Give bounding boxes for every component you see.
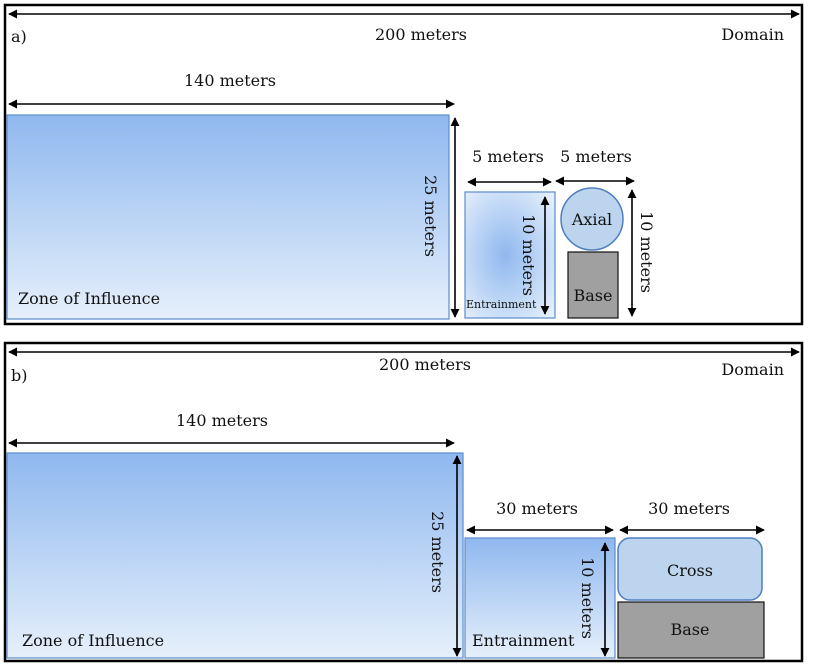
zone-width-label-a: 140 meters xyxy=(184,71,276,90)
base-label-a: Base xyxy=(574,286,613,305)
axial-turbine xyxy=(560,187,624,251)
zone-of-influence-b xyxy=(6,452,464,659)
panel-b: b) 200 meters Domain 140 meters Zone of … xyxy=(3,341,804,663)
turbine-base-b xyxy=(617,601,765,659)
entrainment-width-label-a: 5 meters xyxy=(472,147,544,166)
axial-label: Axial xyxy=(571,210,612,229)
zone-height-label-a: 25 meters xyxy=(421,175,440,257)
entrainment-label-b: Entrainment xyxy=(472,631,575,650)
domain-label-a: Domain xyxy=(721,25,784,44)
entrainment-width-label-b: 30 meters xyxy=(496,499,578,518)
turbine-base-a xyxy=(567,251,619,319)
entrainment-height-label-b: 10 meters xyxy=(578,557,597,639)
turbine-height-label-a: 10 meters xyxy=(637,211,656,293)
zone-width-label-b: 140 meters xyxy=(176,411,268,430)
panel-label-a: a) xyxy=(11,27,27,46)
turbine-width-label-b: 30 meters xyxy=(648,499,730,518)
cross-turbine xyxy=(617,537,763,601)
entrainment-height-label-a: 10 meters xyxy=(519,214,538,296)
cross-label: Cross xyxy=(667,561,713,580)
domain-width-label-a: 200 meters xyxy=(375,25,467,44)
zone-height-label-b: 25 meters xyxy=(428,511,447,593)
zone-label-b: Zone of Influence xyxy=(22,631,164,650)
panel-label-b: b) xyxy=(11,366,27,385)
zone-of-influence-a xyxy=(6,114,450,320)
entrainment-zone-a xyxy=(464,191,556,319)
base-label-b: Base xyxy=(671,620,710,639)
entrainment-zone-b xyxy=(464,537,616,659)
domain-label-b: Domain xyxy=(721,360,784,379)
turbine-width-label-a: 5 meters xyxy=(560,147,632,166)
domain-width-label-b: 200 meters xyxy=(379,355,471,374)
entrainment-label-a: Entrainment xyxy=(466,298,537,311)
zone-label-a: Zone of Influence xyxy=(18,289,160,308)
panel-a: a) 200 meters Domain 140 meters Zone of … xyxy=(3,3,804,326)
